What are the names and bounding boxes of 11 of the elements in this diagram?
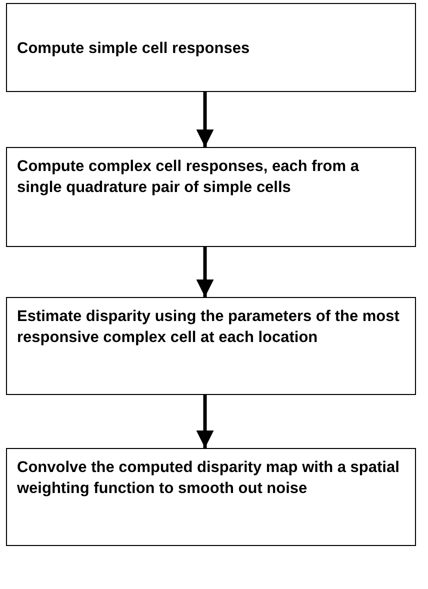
process-box — [6, 147, 416, 247]
step-text: Estimate disparity using the parameters of the most responsive complex cell at each location — [17, 307, 400, 348]
step-text: Compute simple cell responses — [17, 39, 251, 59]
step-text: Compute complex cell responses, each from a single quadrature pair of simple cells — [17, 157, 360, 198]
arrow — [196, 247, 214, 297]
process-box — [6, 448, 416, 546]
process-box — [6, 297, 416, 395]
process-box — [6, 3, 416, 92]
step-text: Convolve the computed disparity map with a spatial weighting function to smooth out noise — [17, 458, 400, 499]
arrow — [196, 92, 214, 147]
arrow — [196, 395, 214, 448]
